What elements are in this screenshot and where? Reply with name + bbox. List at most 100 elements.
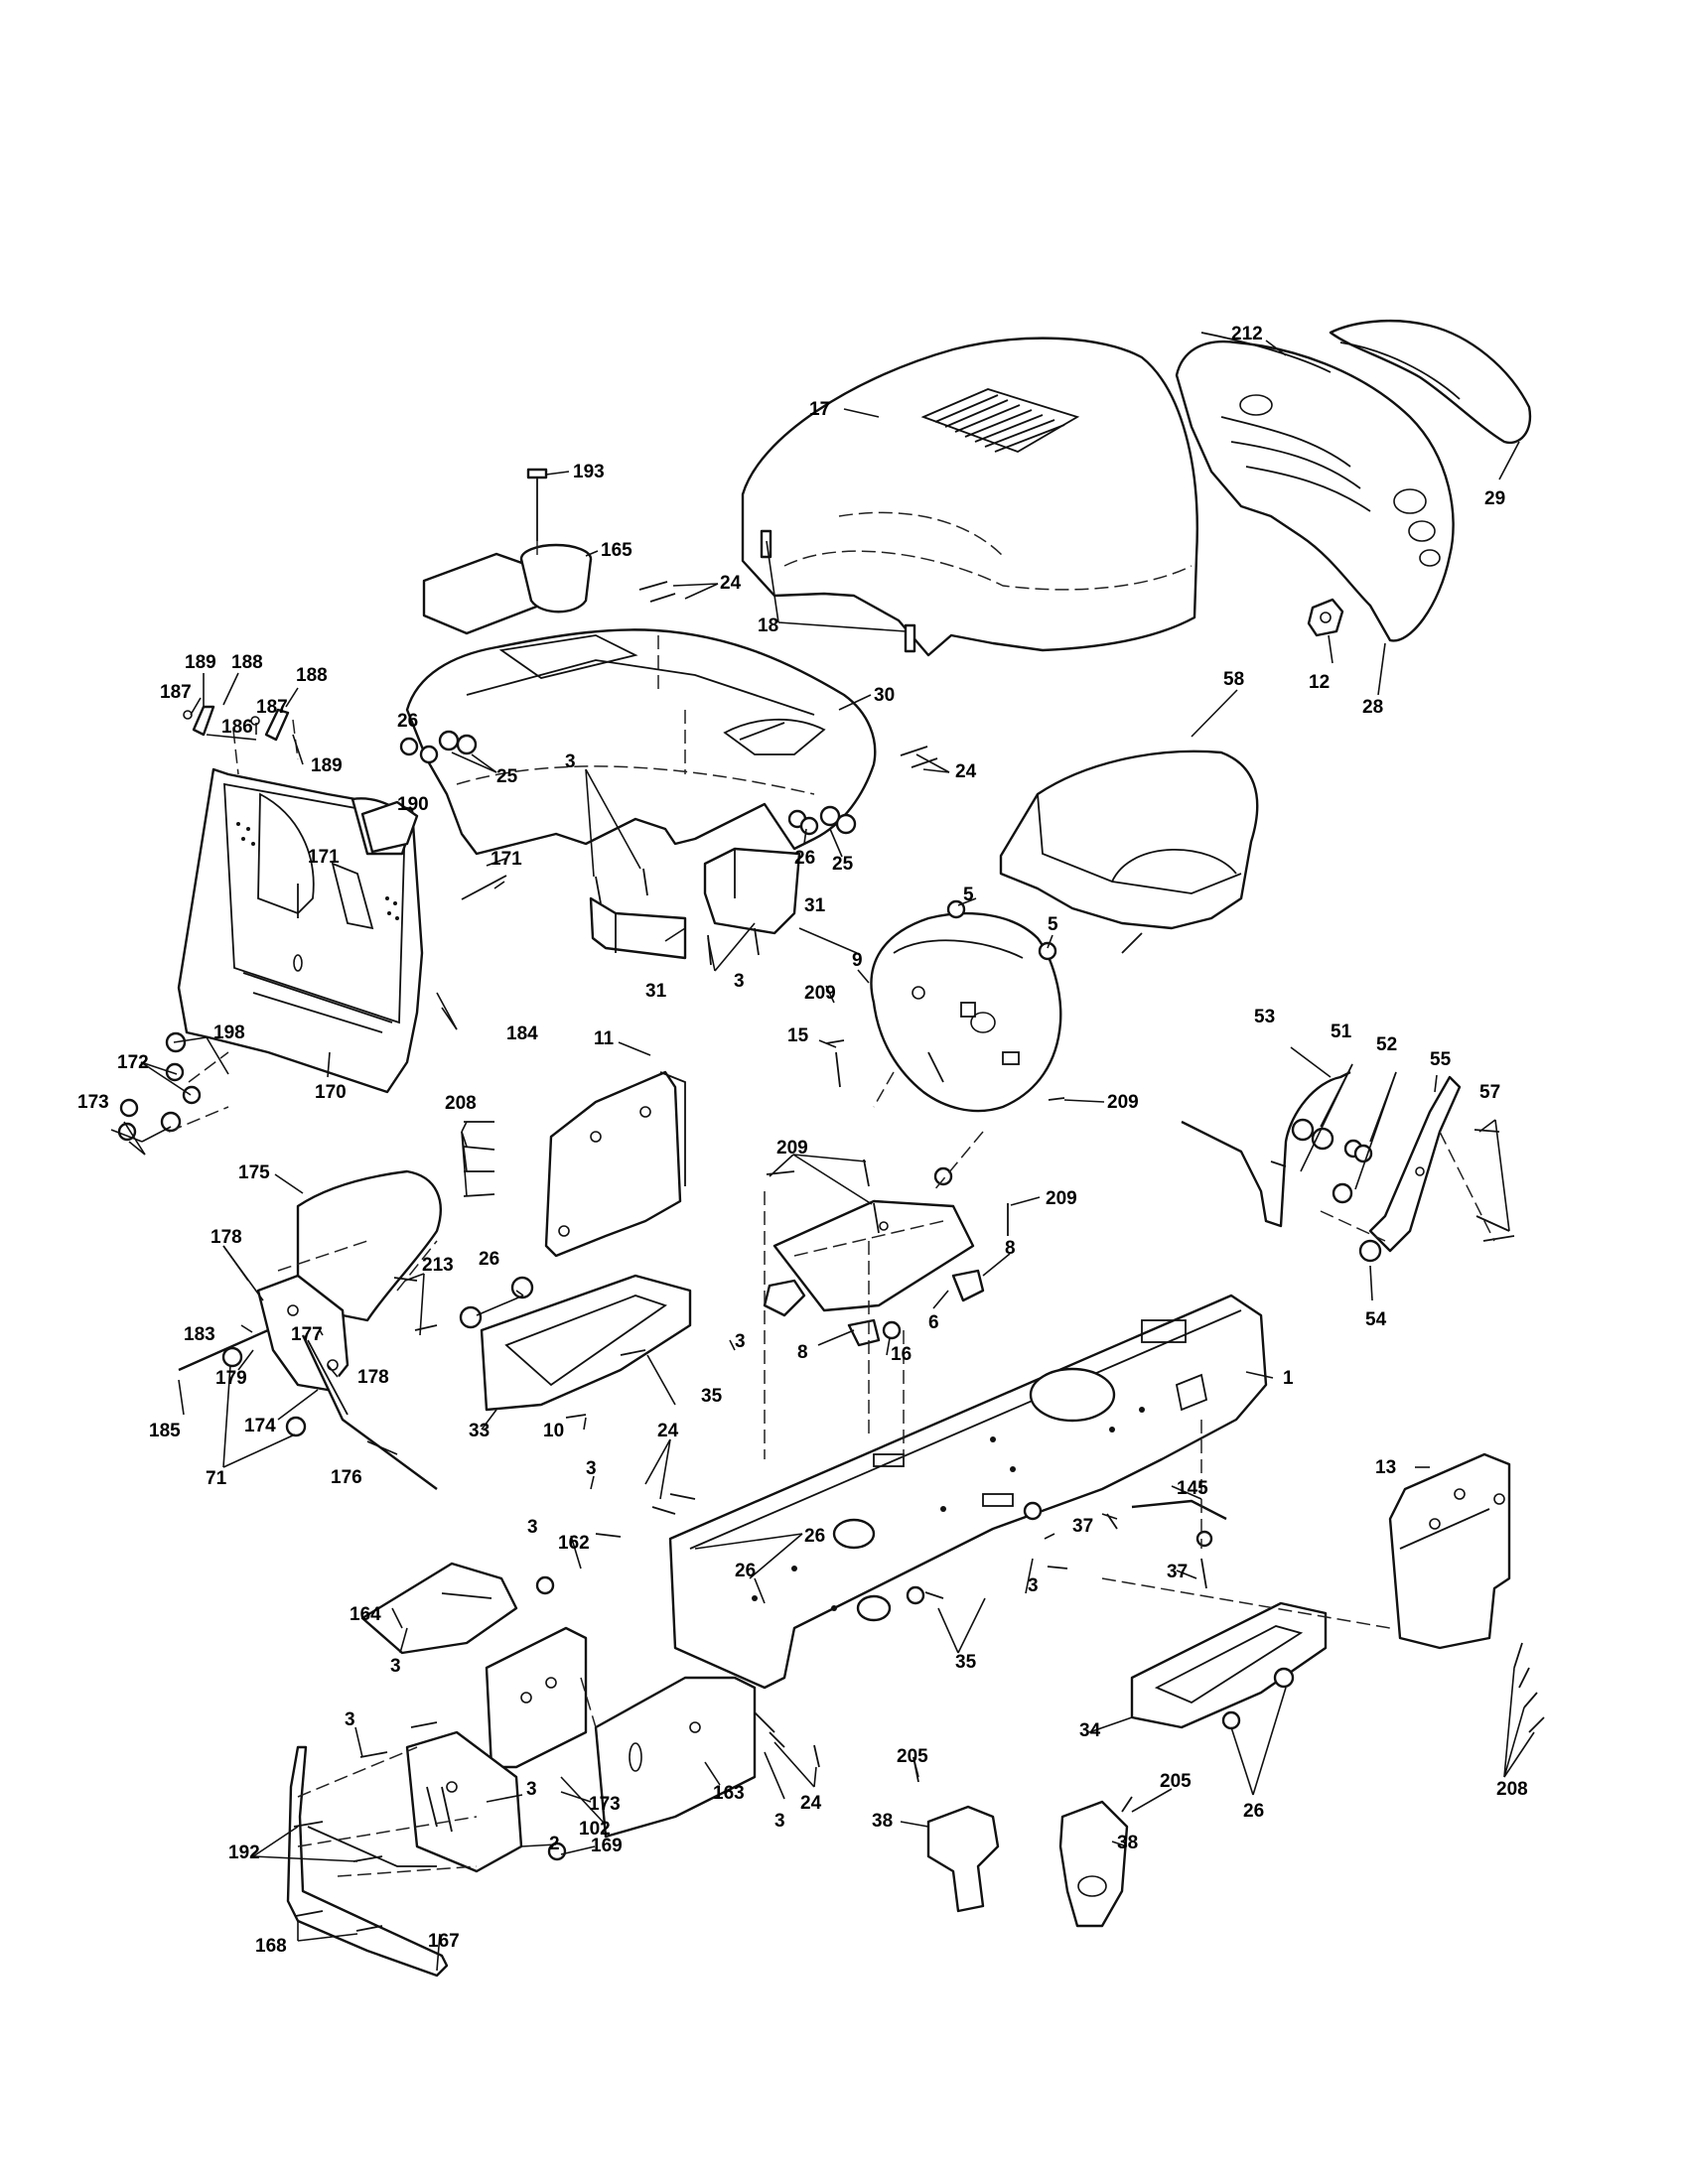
callout-184: 184 [506,1024,538,1044]
callout-37: 37 [1167,1562,1188,1582]
assembly-lines [168,541,1495,1877]
callout-29: 29 [1484,488,1505,509]
callout-165: 165 [601,540,632,561]
callout-187: 187 [256,697,288,718]
callout-192: 192 [228,1843,260,1863]
callout-174: 174 [244,1416,276,1436]
leader-lines [110,340,1535,1972]
callout-198: 198 [213,1023,245,1043]
callout-3: 3 [345,1709,355,1730]
callout-51: 51 [1331,1022,1352,1042]
callout-5: 5 [1048,914,1058,935]
callout-209: 209 [776,1138,808,1159]
callout-163: 163 [713,1783,745,1804]
callout-187: 187 [160,682,192,703]
callout-3: 3 [774,1811,785,1832]
cover-175 [296,1169,442,1322]
callout-209: 209 [804,983,836,1004]
clip-12 [1307,598,1344,637]
callout-55: 55 [1430,1049,1452,1070]
callout-3: 3 [565,751,576,772]
footrest-33 [480,1274,692,1412]
callout-26: 26 [804,1526,825,1547]
callout-18: 18 [758,615,778,636]
callout-178: 178 [210,1227,242,1248]
callout-3: 3 [526,1779,537,1800]
callout-8: 8 [1005,1238,1016,1259]
rod-145 [1131,1499,1227,1521]
callout-205: 205 [1160,1771,1192,1792]
callout-53: 53 [1254,1007,1275,1027]
bracket-164 [360,1562,518,1655]
bracket-53 [1181,1070,1351,1228]
callout-24: 24 [657,1421,679,1441]
callout-35: 35 [955,1652,977,1673]
footrest-34 [1130,1601,1328,1729]
floor-plate [772,1199,975,1312]
callout-3: 3 [527,1517,538,1538]
callout-25: 25 [832,854,854,875]
callout-164: 164 [350,1604,381,1625]
plate-162 [485,1626,588,1769]
callout-52: 52 [1376,1034,1397,1055]
hood [741,337,1198,657]
callout-162: 162 [558,1533,590,1554]
bolts [293,581,1545,1932]
bracket-31-left [589,896,687,960]
callout-12: 12 [1309,672,1330,693]
callout-24: 24 [800,1793,822,1814]
linkage-174 [178,1274,438,1490]
callout-177: 177 [291,1324,323,1345]
firewall-panel [870,911,1062,1113]
callout-11: 11 [594,1028,615,1049]
callout-175: 175 [238,1162,270,1183]
callout-190: 190 [397,794,429,815]
callout-168: 168 [255,1936,287,1957]
callout-17: 17 [809,399,830,420]
callout-209: 209 [1046,1188,1077,1209]
callout-5: 5 [963,885,974,905]
callout-10: 10 [543,1421,564,1441]
callout-37: 37 [1072,1516,1093,1537]
callout-172: 172 [117,1052,149,1073]
callout-6: 6 [928,1312,939,1333]
callout-188: 188 [296,665,328,686]
callout-185: 185 [149,1421,181,1441]
callout-209: 209 [1107,1092,1139,1113]
callout-171: 171 [491,849,522,870]
callout-25: 25 [496,766,518,787]
callout-38: 38 [1117,1833,1138,1853]
callout-212: 212 [1231,324,1263,344]
bracket-38-left [926,1805,1000,1913]
callout-34: 34 [1079,1720,1101,1741]
callout-186: 186 [221,717,253,738]
callout-176: 176 [331,1467,362,1488]
callout-9: 9 [852,950,863,971]
callout-38: 38 [872,1811,893,1832]
dash-panel [405,628,877,856]
callout-31: 31 [804,895,826,916]
callout-173: 173 [77,1092,109,1113]
callout-13: 13 [1375,1457,1396,1478]
callout-208: 208 [445,1093,477,1114]
callout-58: 58 [1223,669,1244,690]
callout-189: 189 [185,652,216,673]
callout-16: 16 [891,1344,912,1365]
cup-holder [422,543,593,635]
callout-189: 189 [311,755,343,776]
plate-163 [594,1676,757,1839]
callout-24: 24 [955,761,977,782]
callout-26: 26 [397,711,418,732]
callout-178: 178 [357,1367,389,1388]
bolt-193 [526,468,548,541]
callout-145: 145 [1177,1478,1208,1499]
callout-2: 2 [549,1834,560,1854]
callout-173: 173 [589,1794,621,1815]
callout-26: 26 [479,1249,499,1270]
callout-71: 71 [206,1468,227,1489]
callout-179: 179 [215,1368,247,1389]
callout-170: 170 [315,1082,347,1103]
callout-188: 188 [231,652,263,673]
callout-3: 3 [1028,1575,1039,1596]
